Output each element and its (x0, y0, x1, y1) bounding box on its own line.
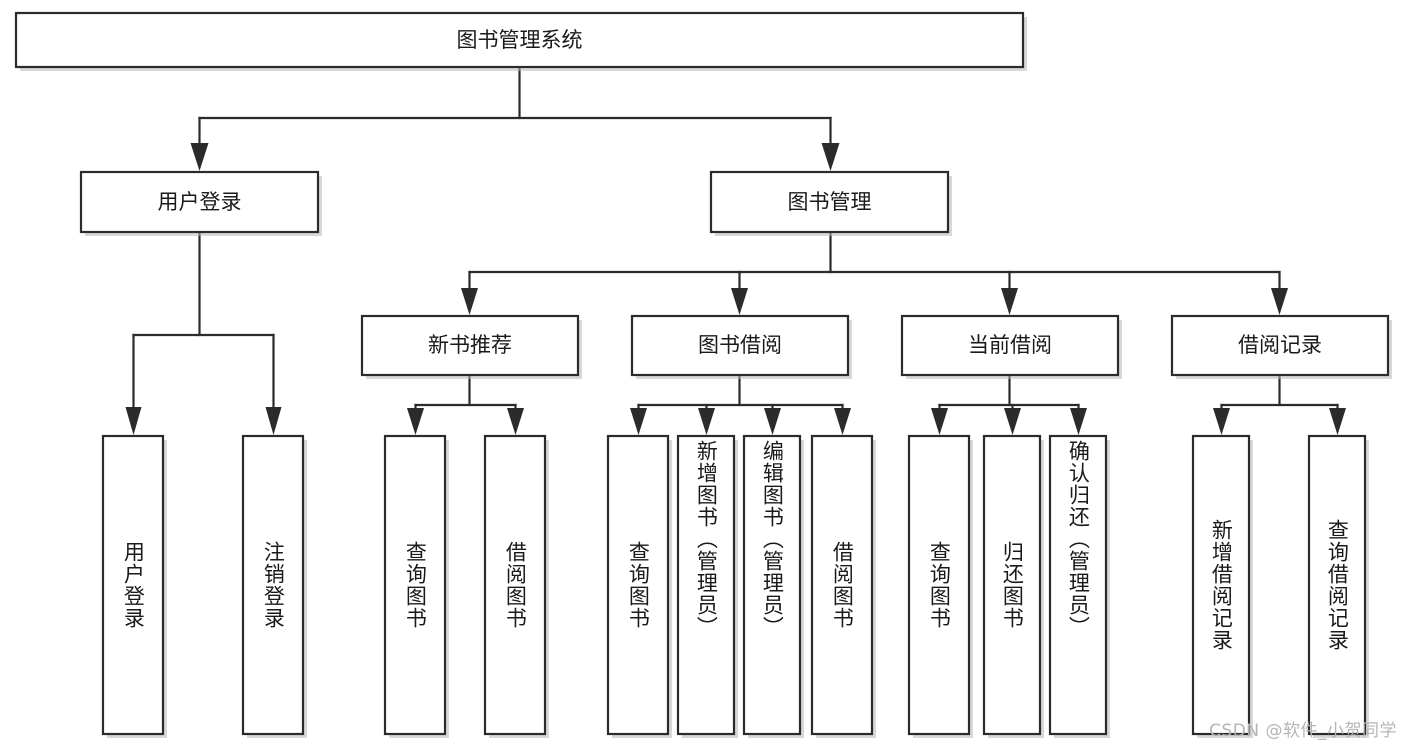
node-label-root: 图书管理系统 (457, 28, 583, 52)
arrow-to-leaf-borrow-book-2 (834, 408, 851, 435)
node-box-leaf-add-book[interactable] (676, 434, 736, 736)
arrow-to-current-borrow (1001, 288, 1018, 315)
arrow-to-leaf-return-book (1004, 408, 1021, 435)
node-label-book-management: 图书管理 (788, 190, 872, 214)
arrow-to-leaf-add-book (698, 408, 715, 435)
node-box-borrow-record[interactable] (1170, 314, 1390, 377)
arrow-to-leaf-query-borrow-record (1329, 408, 1346, 435)
node-label-user-login: 用户登录 (158, 190, 242, 214)
arrow-to-leaf-query-book-1 (407, 408, 424, 435)
connector-layer (125, 65, 1346, 435)
node-box-leaf-confirm-return[interactable] (1048, 434, 1108, 736)
node-box-leaf-user-logout[interactable] (241, 434, 305, 736)
node-box-book-borrow[interactable] (630, 314, 850, 377)
node-box-leaf-query-book-3[interactable] (907, 434, 971, 736)
node-box-leaf-add-borrow-record[interactable] (1191, 434, 1251, 736)
arrow-to-book-borrow (731, 288, 748, 315)
node-box-leaf-query-book-1[interactable] (383, 434, 447, 736)
leaf-box-group (101, 434, 1369, 738)
node-box-leaf-edit-book[interactable] (742, 434, 802, 736)
arrow-to-new-book-recommend (461, 288, 478, 315)
arrow-to-book-management (821, 143, 840, 171)
arrow-to-leaf-query-book-3 (931, 408, 948, 435)
node-box-current-borrow[interactable] (900, 314, 1120, 377)
node-box-leaf-borrow-book-2[interactable] (810, 434, 874, 736)
node-box-leaf-return-book[interactable] (982, 434, 1042, 736)
node-box-leaf-query-borrow-record[interactable] (1307, 434, 1367, 736)
node-box-book-management[interactable] (709, 170, 950, 234)
arrow-to-leaf-edit-book (764, 408, 781, 435)
node-box-leaf-query-book-2[interactable] (606, 434, 670, 736)
node-label-current-borrow: 当前借阅 (968, 333, 1052, 357)
node-box-root[interactable] (14, 11, 1025, 69)
node-box-user-login[interactable] (79, 170, 320, 234)
arrow-to-user-login (190, 143, 209, 171)
csdn-watermark: CSDN @软件_小贺同学 (1209, 721, 1397, 741)
arrow-to-leaf-user-login (125, 407, 142, 435)
arrow-to-borrow-record (1271, 288, 1288, 315)
node-label-borrow-record: 借阅记录 (1238, 333, 1322, 357)
node-label-book-borrow: 图书借阅 (698, 333, 782, 357)
arrow-to-leaf-user-logout (265, 407, 282, 435)
arrow-to-leaf-confirm-return (1070, 408, 1087, 435)
arrow-to-leaf-borrow-book-1 (507, 408, 524, 435)
node-layer: 图书管理系统 用户登录 图书管理 新书推荐 图书借阅 当前借阅 借阅记录 (14, 11, 1392, 738)
node-box-leaf-user-login[interactable] (101, 434, 165, 736)
node-box-leaf-borrow-book-1[interactable] (483, 434, 547, 736)
node-box-new-book-recommend[interactable] (360, 314, 580, 377)
arrow-to-leaf-add-borrow-record (1213, 408, 1230, 435)
node-label-new-book-recommend: 新书推荐 (428, 333, 512, 357)
arrow-to-leaf-query-book-2 (630, 408, 647, 435)
